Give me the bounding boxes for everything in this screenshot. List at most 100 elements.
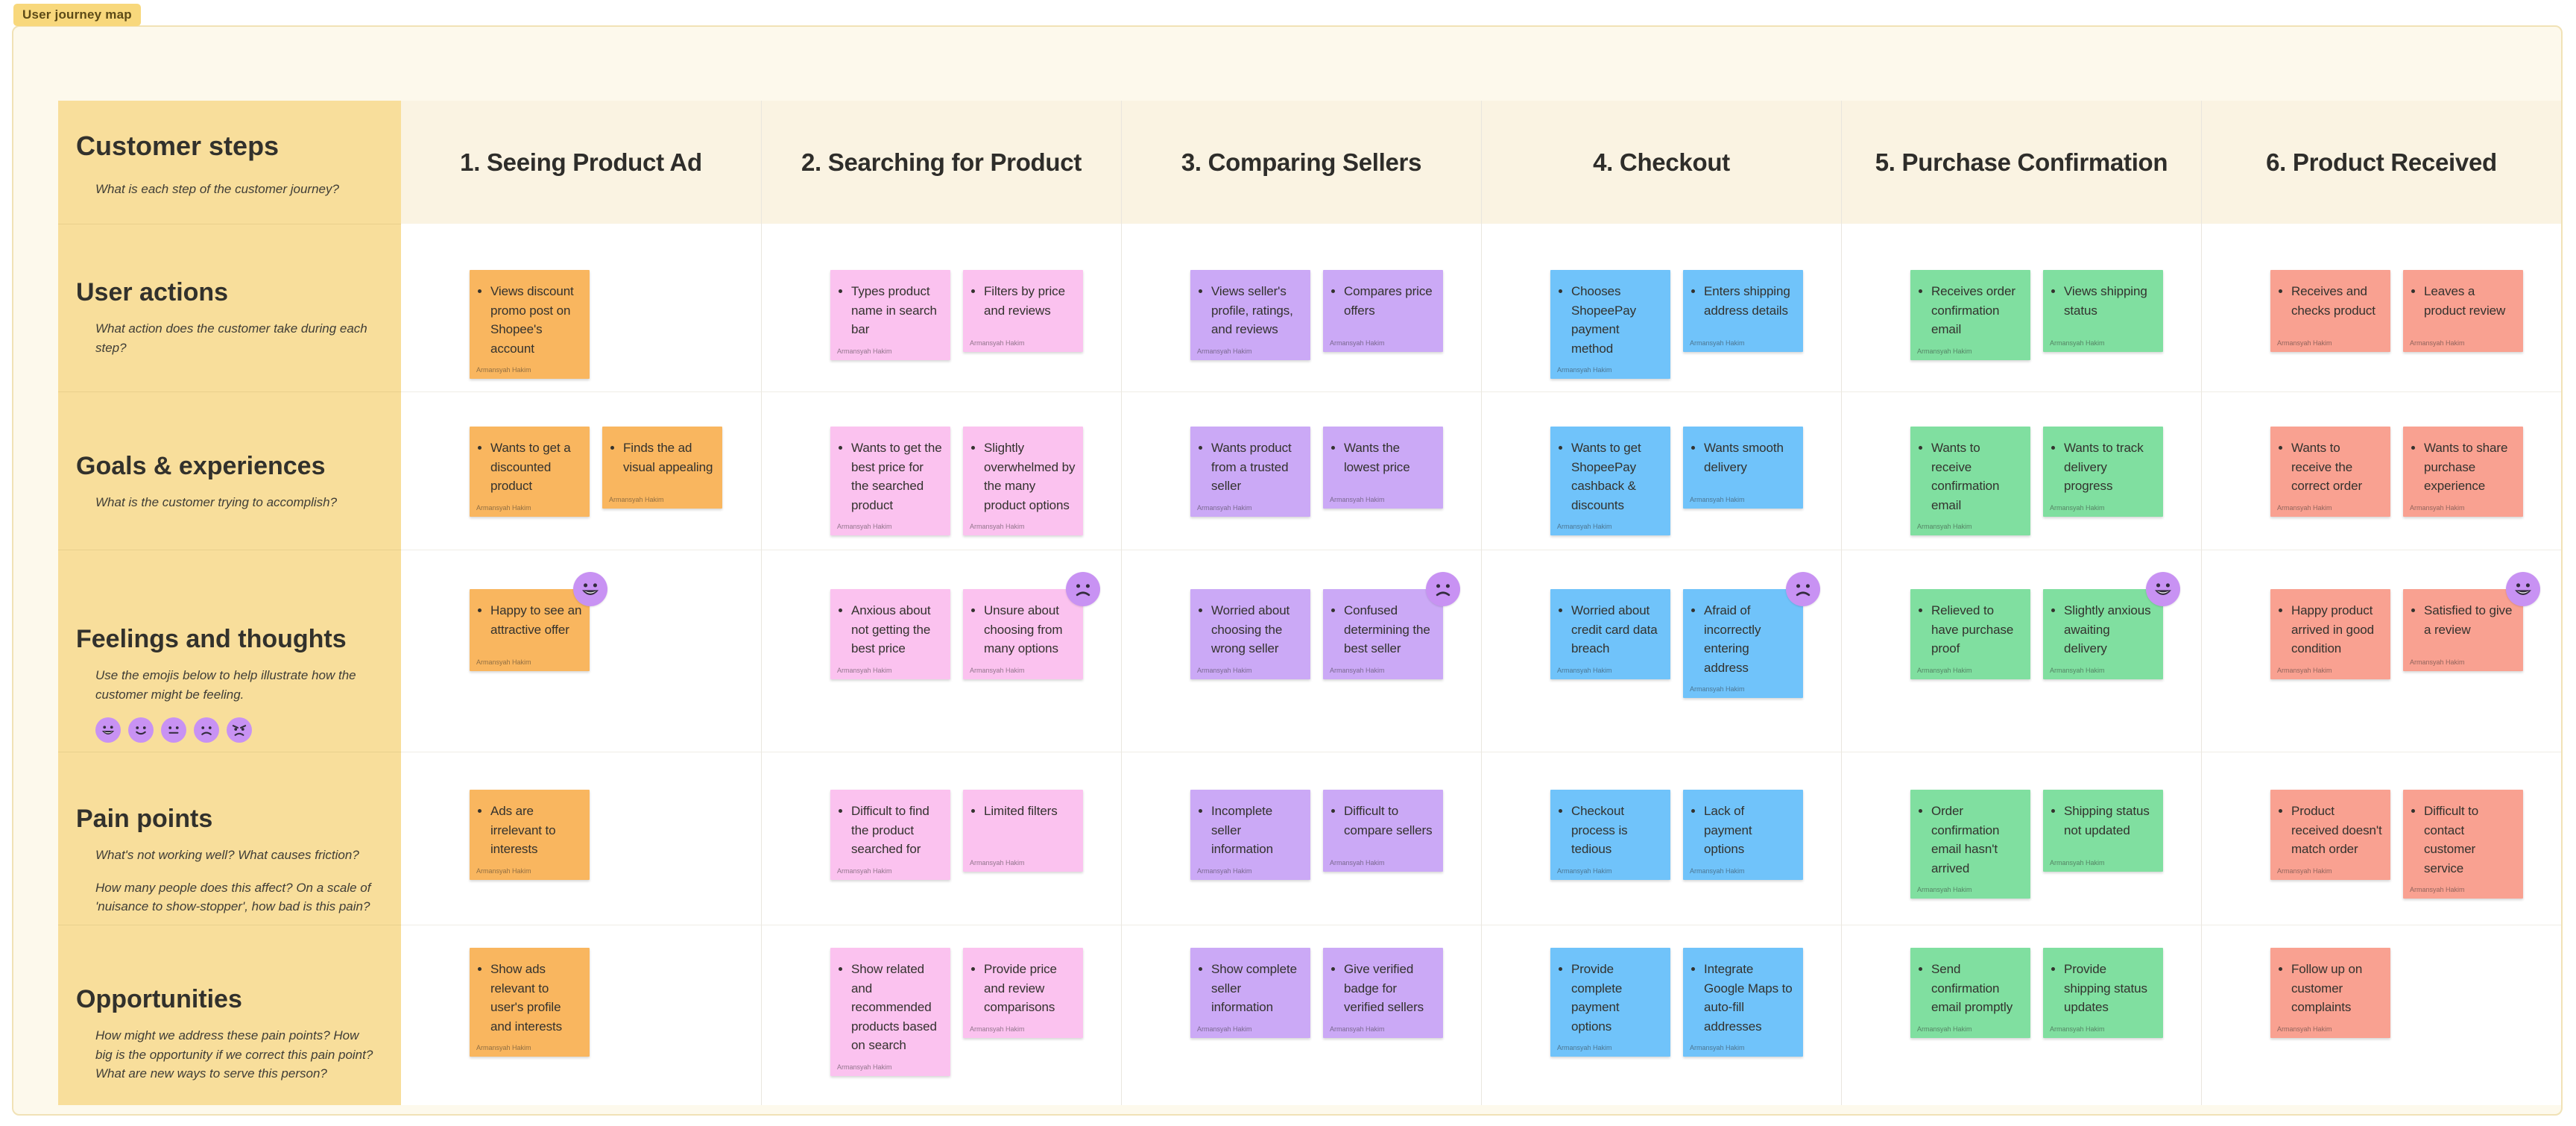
- sticky-note[interactable]: Afraid of incorrectly entering addressAr…: [1683, 589, 1803, 698]
- sticky-note[interactable]: Types product name in search barArmansya…: [830, 270, 950, 360]
- sticky-note[interactable]: Worried about credit card data breachArm…: [1550, 589, 1670, 679]
- sticky-note[interactable]: Wants to get a discounted productArmansy…: [470, 427, 590, 517]
- column-header-4[interactable]: 4. Checkout: [1481, 101, 1841, 224]
- sticky-note[interactable]: Product received doesn't match orderArma…: [2270, 790, 2390, 880]
- cell-goals-step1: Wants to get a discounted productArmansy…: [401, 391, 761, 550]
- sticky-note-text: Views seller's profile, ratings, and rev…: [1211, 282, 1303, 339]
- sticky-note[interactable]: Follow up on customer complaintsArmansya…: [2270, 948, 2390, 1038]
- sticky-note[interactable]: Enters shipping address detailsArmansyah…: [1683, 270, 1803, 352]
- sticky-note[interactable]: Wants product from a trusted sellerArman…: [1190, 427, 1310, 517]
- sticky-author: Armansyah Hakim: [476, 1044, 531, 1051]
- sticky-note-text: Satisfied to give a review: [2424, 601, 2516, 639]
- sticky-note[interactable]: Confused determining the best sellerArma…: [1323, 589, 1443, 679]
- sticky-note[interactable]: Views discount promo post on Shopee's ac…: [470, 270, 590, 379]
- sticky-note[interactable]: Show ads relevant to user's profile and …: [470, 948, 590, 1057]
- sticky-note[interactable]: Wants to share purchase experienceArmans…: [2403, 427, 2523, 517]
- sticky-note[interactable]: Send confirmation email promptlyArmansya…: [1910, 948, 2030, 1038]
- grin-emoji-icon[interactable]: [2146, 572, 2180, 606]
- sticky-note[interactable]: Relieved to have purchase proofArmansyah…: [1910, 589, 2030, 679]
- column-header-5[interactable]: 5. Purchase Confirmation: [1841, 101, 2201, 224]
- sticky-note-text: Afraid of incorrectly entering address: [1704, 601, 1796, 677]
- grin-emoji-icon[interactable]: [2506, 572, 2540, 606]
- sticky-note[interactable]: Wants to get ShopeePay cashback & discou…: [1550, 427, 1670, 535]
- column-header-2[interactable]: 2. Searching for Product: [761, 101, 1121, 224]
- sticky-note[interactable]: Difficult to find the product searched f…: [830, 790, 950, 880]
- sticky-author: Armansyah Hakim: [837, 347, 892, 355]
- cell-feelings-step2: Anxious about not getting the best price…: [761, 550, 1121, 752]
- section-tab[interactable]: User journey map: [13, 4, 141, 26]
- sticky-author: Armansyah Hakim: [2277, 1025, 2332, 1033]
- sticky-note[interactable]: Provide price and review comparisonsArma…: [963, 948, 1083, 1038]
- grin-emoji-icon[interactable]: [573, 572, 607, 606]
- sticky-note[interactable]: Integrate Google Maps to auto-fill addre…: [1683, 948, 1803, 1057]
- sticky-note[interactable]: Wants to get the best price for the sear…: [830, 427, 950, 535]
- sticky-note-text: Wants smooth delivery: [1704, 438, 1796, 476]
- sticky-note-text: Shipping status not updated: [2064, 802, 2156, 840]
- sticky-author: Armansyah Hakim: [1917, 347, 1972, 355]
- sticky-note[interactable]: Anxious about not getting the best price…: [830, 589, 950, 679]
- sticky-note-text: Show ads relevant to user's profile and …: [490, 960, 582, 1036]
- sticky-note[interactable]: Provide shipping status updatesArmansyah…: [2043, 948, 2163, 1038]
- sticky-author: Armansyah Hakim: [476, 503, 531, 512]
- sticky-note-text: Product received doesn't match order: [2291, 802, 2383, 859]
- sticky-author: Armansyah Hakim: [1330, 496, 1385, 503]
- sticky-note[interactable]: Difficult to contact customer serviceArm…: [2403, 790, 2523, 899]
- sticky-note[interactable]: Show related and recommended products ba…: [830, 948, 950, 1076]
- sticky-note-text: Give verified badge for verified sellers: [1344, 960, 1436, 1017]
- sticky-note[interactable]: Happy product arrived in good conditionA…: [2270, 589, 2390, 679]
- sticky-note[interactable]: Views seller's profile, ratings, and rev…: [1190, 270, 1310, 360]
- sticky-note[interactable]: Wants to receive the correct orderArmans…: [2270, 427, 2390, 517]
- sticky-note[interactable]: Ads are irrelevant to interestsArmansyah…: [470, 790, 590, 880]
- sticky-author: Armansyah Hakim: [1197, 347, 1252, 355]
- sticky-note-text: Happy product arrived in good condition: [2291, 601, 2383, 658]
- sticky-note[interactable]: Order confirmation email hasn't arrivedA…: [1910, 790, 2030, 899]
- sticky-author: Armansyah Hakim: [1917, 886, 1972, 893]
- sticky-note[interactable]: Wants to track delivery progressArmansya…: [2043, 427, 2163, 517]
- column-header-1[interactable]: 1. Seeing Product Ad: [401, 101, 761, 224]
- sticky-note[interactable]: Wants to receive confirmation emailArman…: [1910, 427, 2030, 535]
- sticky-author: Armansyah Hakim: [2050, 666, 2105, 674]
- sticky-note[interactable]: Give verified badge for verified sellers…: [1323, 948, 1443, 1038]
- sticky-note[interactable]: Unsure about choosing from many optionsA…: [963, 589, 1083, 679]
- cell-feelings-step6: Happy product arrived in good conditionA…: [2201, 550, 2561, 752]
- sticky-note[interactable]: Chooses ShopeePay payment methodArmansya…: [1550, 270, 1670, 379]
- sticky-note-text: Confused determining the best seller: [1344, 601, 1436, 658]
- sticky-note[interactable]: Provide complete payment optionsArmansya…: [1550, 948, 1670, 1057]
- sticky-note[interactable]: Happy to see an attractive offerArmansya…: [470, 589, 590, 671]
- frown-emoji-icon[interactable]: [1786, 572, 1820, 606]
- sticky-author: Armansyah Hakim: [1330, 666, 1385, 674]
- column-header-3[interactable]: 3. Comparing Sellers: [1121, 101, 1481, 224]
- sticky-note-text: Send confirmation email promptly: [1931, 960, 2023, 1017]
- cell-feelings-step4: Worried about credit card data breachArm…: [1481, 550, 1841, 752]
- cell-goals-step4: Wants to get ShopeePay cashback & discou…: [1481, 391, 1841, 550]
- sticky-note[interactable]: Worried about choosing the wrong sellerA…: [1190, 589, 1310, 679]
- row-subtitle: How many people does this affect? On a s…: [95, 880, 371, 914]
- sticky-note[interactable]: Slightly anxious awaiting deliveryArmans…: [2043, 589, 2163, 679]
- column-header-6[interactable]: 6. Product Received: [2201, 101, 2561, 224]
- sticky-note[interactable]: Slightly overwhelmed by the many product…: [963, 427, 1083, 535]
- sticky-note-text: Wants to get ShopeePay cashback & discou…: [1571, 438, 1663, 515]
- sticky-author: Armansyah Hakim: [2277, 339, 2332, 347]
- sticky-note-text: Wants to track delivery progress: [2064, 438, 2156, 496]
- sticky-author: Armansyah Hakim: [970, 1025, 1025, 1033]
- sticky-note[interactable]: Receives order confirmation emailArmansy…: [1910, 270, 2030, 360]
- frown-emoji-icon[interactable]: [1426, 572, 1460, 606]
- sticky-note[interactable]: Show complete seller informationArmansya…: [1190, 948, 1310, 1038]
- frown-emoji-icon[interactable]: [1066, 572, 1100, 606]
